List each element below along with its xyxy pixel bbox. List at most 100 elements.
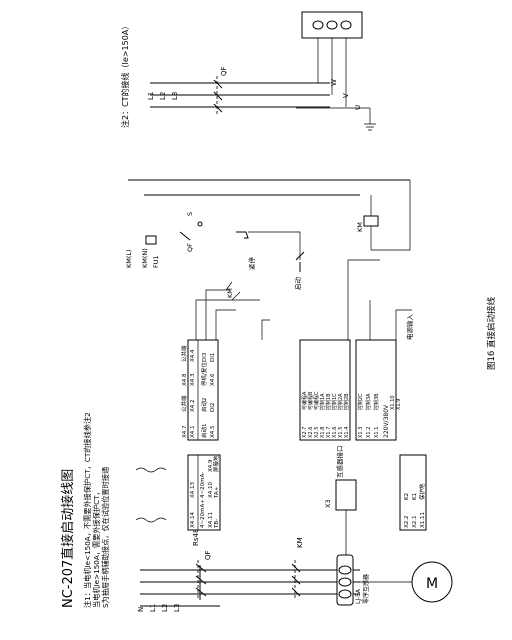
rtb-label-3: DI3 [202, 352, 208, 362]
qf-aux-contact [179, 231, 191, 241]
right-top-terminal-block: X4.1 启动1 X4.2 启动2 X4.3 停机/复位 X4.4 DI3 X4… [180, 339, 219, 441]
rbb-pin-10: X1.1 [374, 427, 380, 438]
ct-wiring-detail: L1 L2 L3 QF W V U [147, 11, 376, 131]
note1-line2: 当电机Ie>150A，需要外接保护CT， [92, 488, 101, 608]
km-main-contactor: KM [291, 537, 304, 600]
rbb-label-2: 可编程C [313, 391, 320, 410]
rbb-label-10: 控制3B [373, 393, 380, 410]
rbb-label-5: 控制1C [331, 393, 338, 410]
rbb-pin-3: X1.8 [320, 427, 326, 438]
bus-label-l3: L3 [173, 604, 181, 612]
note2-bus-l1: L1 [147, 92, 155, 100]
km-coil-label: KM [356, 222, 364, 232]
right-bottom-terminal-block: X2.7 可编程A X2.6 可编程B X2.5 可编程C X1.8 控制1A … [299, 339, 351, 441]
twist-1 [135, 467, 167, 473]
figure-caption: 图16 直接启动接线 [486, 296, 497, 370]
rtb-pin-0: X4.1 [190, 425, 196, 438]
bus-label-l2: L2 [161, 604, 169, 612]
km-relay-label: KM [226, 288, 234, 298]
qf-ct-label: QF [220, 66, 228, 76]
left-pin-1: X4.13 [190, 481, 196, 498]
s-switch [197, 221, 203, 227]
left-pin-label-4: 屏蔽地 [212, 455, 220, 472]
rtb-pin-5: X4.6 [210, 373, 216, 386]
left-pin-4: X4.9 [208, 459, 214, 472]
power-voltage: 220V/380V [383, 404, 390, 438]
km-coil [363, 215, 379, 227]
estop-to-start [248, 231, 301, 260]
mid-terminal-block: X2.2 K2 X2.1 K1 X1.11 保护地 [399, 454, 427, 531]
power-input-label: 电源输入 [405, 314, 414, 341]
rtb-label-1: 启动2 [200, 398, 208, 413]
left-pin-label-1: 4~20mA- [200, 472, 206, 498]
rbb-label-1: 可编程B [307, 391, 314, 410]
ct-sensor-label: LJ-5A [355, 588, 362, 604]
rbb-pin-4: X1.7 [326, 427, 332, 438]
qf-main-breaker: QF [195, 550, 212, 600]
fuse-label: FU1 [152, 255, 160, 268]
control-circuit: KM(L) KM(N) FU1 QF S 紧停 启动 KM [125, 179, 411, 291]
rbb-label-6: 控制2A [337, 393, 344, 410]
left-pin-0: X4.14 [190, 511, 196, 528]
rtb-pin-4: X4.5 [210, 425, 216, 438]
rtb-label-2: 停机/复位 [200, 362, 208, 386]
rtb-label-5: DI1 [210, 353, 216, 362]
km-main-label: KM [296, 537, 304, 548]
rtb-pin-3: X4.4 [190, 349, 196, 362]
left-terminal-3: X4.10 TA+ [208, 481, 220, 499]
x3-interface [335, 479, 357, 511]
left-terminal-block: X4.14 4~20mA+ X4.13 4~20mA- X4.11 TB- X4… [187, 454, 221, 531]
rbb-pin-5: X1.6 [332, 427, 338, 438]
note2-title: 注2：CT的接线（Ie>150A） [120, 22, 130, 128]
left-pin-label-3: TA+ [214, 486, 220, 499]
rbb-label-8: 控制2C [357, 393, 364, 410]
left-terminal-0: X4.14 4~20mA+ [190, 499, 206, 528]
control-wiring [195, 259, 412, 340]
phase-label-w: W [330, 79, 338, 86]
start-label: 启动 [293, 277, 302, 291]
mid-pin-1: X2.1 [412, 515, 418, 528]
rbb-pin-0: X2.7 [302, 427, 308, 438]
left-terminal-1: X4.13 4~20mA- [190, 472, 206, 498]
left-pin-2: X4.11 [208, 512, 214, 528]
rbb-pin-6: X1.5 [338, 427, 344, 438]
rtb-label-4: DI2 [210, 403, 216, 412]
note1-line1: 注1：当电机Ie<150A，不需要外接保护CT，CT的接线参注2 [83, 412, 92, 608]
power-pin-a: X1.10 [390, 395, 396, 410]
note2-bus-l2: L2 [159, 92, 167, 100]
kmn-label: KM(N) [141, 248, 149, 268]
rtb-pin-7: X4.8 [182, 373, 188, 386]
rtb-label-6: 公共端 [180, 395, 188, 412]
mid-pin-0: X2.2 [404, 515, 410, 528]
fuse-fu1 [145, 235, 157, 245]
rs485-label: Rs485 [192, 524, 200, 546]
mid-pin-label-0: K2 [404, 493, 410, 500]
s-label: S [186, 212, 194, 216]
zero-sequence-ct: LJ-5A 零序互感器 [336, 554, 370, 606]
rtb-label-0: 启动1 [200, 424, 208, 439]
diagram-title: NC-207直接启动接线图 [60, 469, 76, 608]
left-pin-label-0: 4~20mA+ [200, 499, 206, 528]
motor-label: M [426, 576, 438, 592]
mid-pin-label-2: 保护地 [418, 483, 426, 500]
estop-label: 紧停 [247, 257, 256, 271]
rbb-pin-1: X2.6 [308, 427, 314, 438]
main-circuit: N L1 L2 L3 QF KM [137, 446, 453, 612]
bus-label-n: N [137, 607, 145, 612]
twist-2 [135, 517, 167, 523]
rtb-pin-1: X4.2 [190, 399, 196, 412]
ct-bank [301, 11, 363, 39]
left-pin-label-2: TB- [214, 519, 220, 529]
rbb-label-0: 可编程A [301, 391, 308, 410]
estop-switch [236, 231, 249, 239]
ct-ground [364, 108, 376, 131]
phase-label-u: U [354, 105, 362, 110]
ct-leads [317, 38, 347, 107]
left-terminal-2: X4.11 TB- [208, 512, 220, 529]
rtb-pin-6: X4.7 [182, 425, 188, 438]
cable-twists: Rs485 [135, 467, 200, 546]
rbb-label-3: 控制1A [319, 393, 326, 410]
rbb-column-0: X2.7 可编程A X2.6 可编程B X2.5 可编程C X1.8 控制1A … [301, 391, 350, 438]
power-pin-b: X1.9 [396, 399, 402, 410]
